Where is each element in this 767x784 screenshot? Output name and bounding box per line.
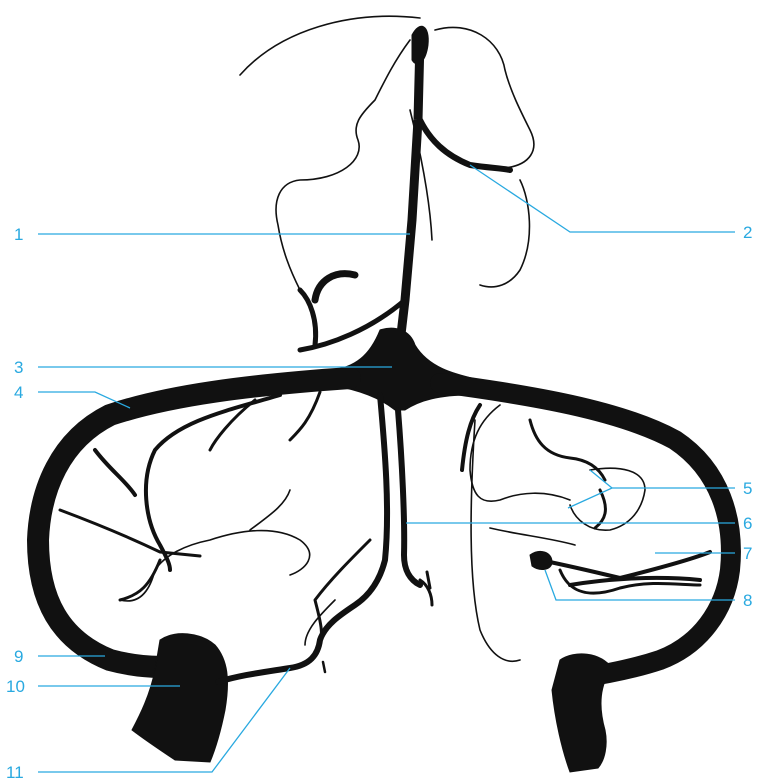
label-10: 10 [6, 677, 25, 696]
label-1: 1 [14, 225, 23, 244]
label-4: 4 [14, 383, 23, 402]
label-11: 11 [6, 763, 24, 782]
label-3: 3 [14, 358, 23, 377]
label-2: 2 [743, 223, 752, 242]
label-9: 9 [14, 647, 23, 666]
straight-sinus [398, 40, 420, 360]
right-jugular-bulb [552, 654, 612, 772]
top-sinus-knot [412, 26, 428, 64]
venous-sinuses [38, 26, 731, 772]
label-6: 6 [743, 514, 752, 533]
left-descending-vein [218, 395, 387, 682]
label-7: 7 [743, 544, 752, 563]
label-8: 8 [743, 591, 752, 610]
leader-2 [470, 165, 735, 232]
label-5: 5 [743, 479, 752, 498]
right-transverse-sinus [440, 383, 731, 678]
labels: 1 2 3 4 5 6 7 8 9 10 11 [6, 223, 752, 782]
left-jugular-bulb [132, 634, 228, 762]
